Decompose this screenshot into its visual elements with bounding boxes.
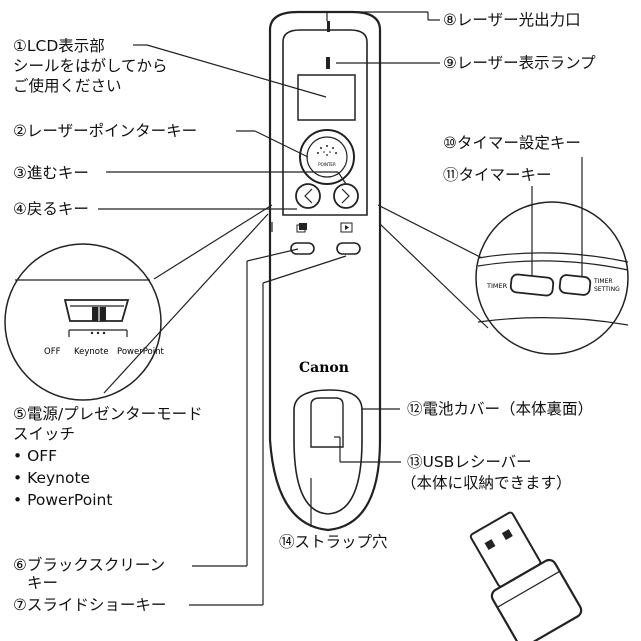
label-back-key: ④戻るキー [13, 200, 89, 218]
timer-key[interactable] [509, 273, 555, 297]
label-laser-lamp: ⑨レーザー表示ランプ [443, 54, 596, 72]
timer-zoom: TIMER TIMER SETTING [475, 201, 629, 355]
label-laser-exit: ⑧レーザー光出力口 [443, 11, 581, 29]
laser-lamp [326, 57, 330, 69]
label-strap-hole: ⑭ストラップ穴 [279, 533, 388, 551]
label-mode-powerpoint: • PowerPoint [13, 491, 113, 509]
pointer-key-text: POINTER [318, 162, 336, 167]
label-lcd-1: ①LCD表示部 [13, 37, 105, 55]
label-battery-cover: ⑫電池カバー（本体裏面） [407, 400, 594, 418]
black-screen-icon [296, 223, 307, 233]
chevron-left-icon [304, 188, 313, 204]
label-black-screen-2: キー [27, 574, 59, 592]
sparkle-icon [317, 145, 337, 156]
laser-pointer-key[interactable]: POINTER [299, 129, 355, 185]
switch-pos-keynote: Keynote [74, 347, 109, 357]
switch-pos-off: OFF [44, 347, 61, 357]
label-black-screen-1: ⑥ブラックスクリーン [13, 556, 166, 574]
label-mode-keynote: • Keynote [13, 469, 91, 487]
usb-receiver [469, 511, 583, 641]
chevron-right-icon [341, 188, 350, 204]
timer-setting-label-1: TIMER [593, 278, 613, 285]
switch-pos-powerpoint: PowerPoint [117, 347, 164, 357]
timer-setting-key[interactable] [558, 274, 592, 296]
laser-exit [327, 21, 330, 32]
label-usb-1: ⑬USBレシーバー [407, 453, 532, 471]
label-lcd-2: シールをはがしてから [13, 57, 168, 75]
slideshow-key[interactable] [336, 242, 361, 255]
lcd-display [297, 74, 356, 121]
leader-lines [98, 11, 583, 606]
label-laser-key: ②レーザーポインターキー [13, 122, 198, 140]
label-mode-off: • OFF [13, 447, 58, 465]
timer-key-label: TIMER [486, 282, 508, 290]
switch-zoom: OFF Keynote PowerPoint [4, 243, 164, 401]
brand-logo: Canon [299, 360, 349, 376]
label-power-switch-1: ⑤電源/プレゼンターモード [13, 405, 203, 423]
back-key[interactable] [295, 183, 321, 209]
label-power-switch-2: スイッチ [13, 425, 76, 443]
label-timer-key: ⑪タイマーキー [443, 166, 552, 184]
label-next-key: ③進むキー [13, 164, 89, 182]
black-screen-key[interactable] [290, 242, 315, 255]
timer-setting-label-2: SETTING [594, 286, 620, 293]
usb-slot [310, 397, 344, 448]
label-lcd-3: ご使用ください [13, 77, 122, 95]
play-icon [340, 222, 353, 233]
label-timer-setting-key: ⑩タイマー設定キー [443, 134, 581, 152]
next-key[interactable] [333, 183, 359, 209]
label-slideshow: ⑦スライドショーキー [13, 596, 167, 614]
label-usb-2: （本体に収納できます） [401, 474, 572, 492]
